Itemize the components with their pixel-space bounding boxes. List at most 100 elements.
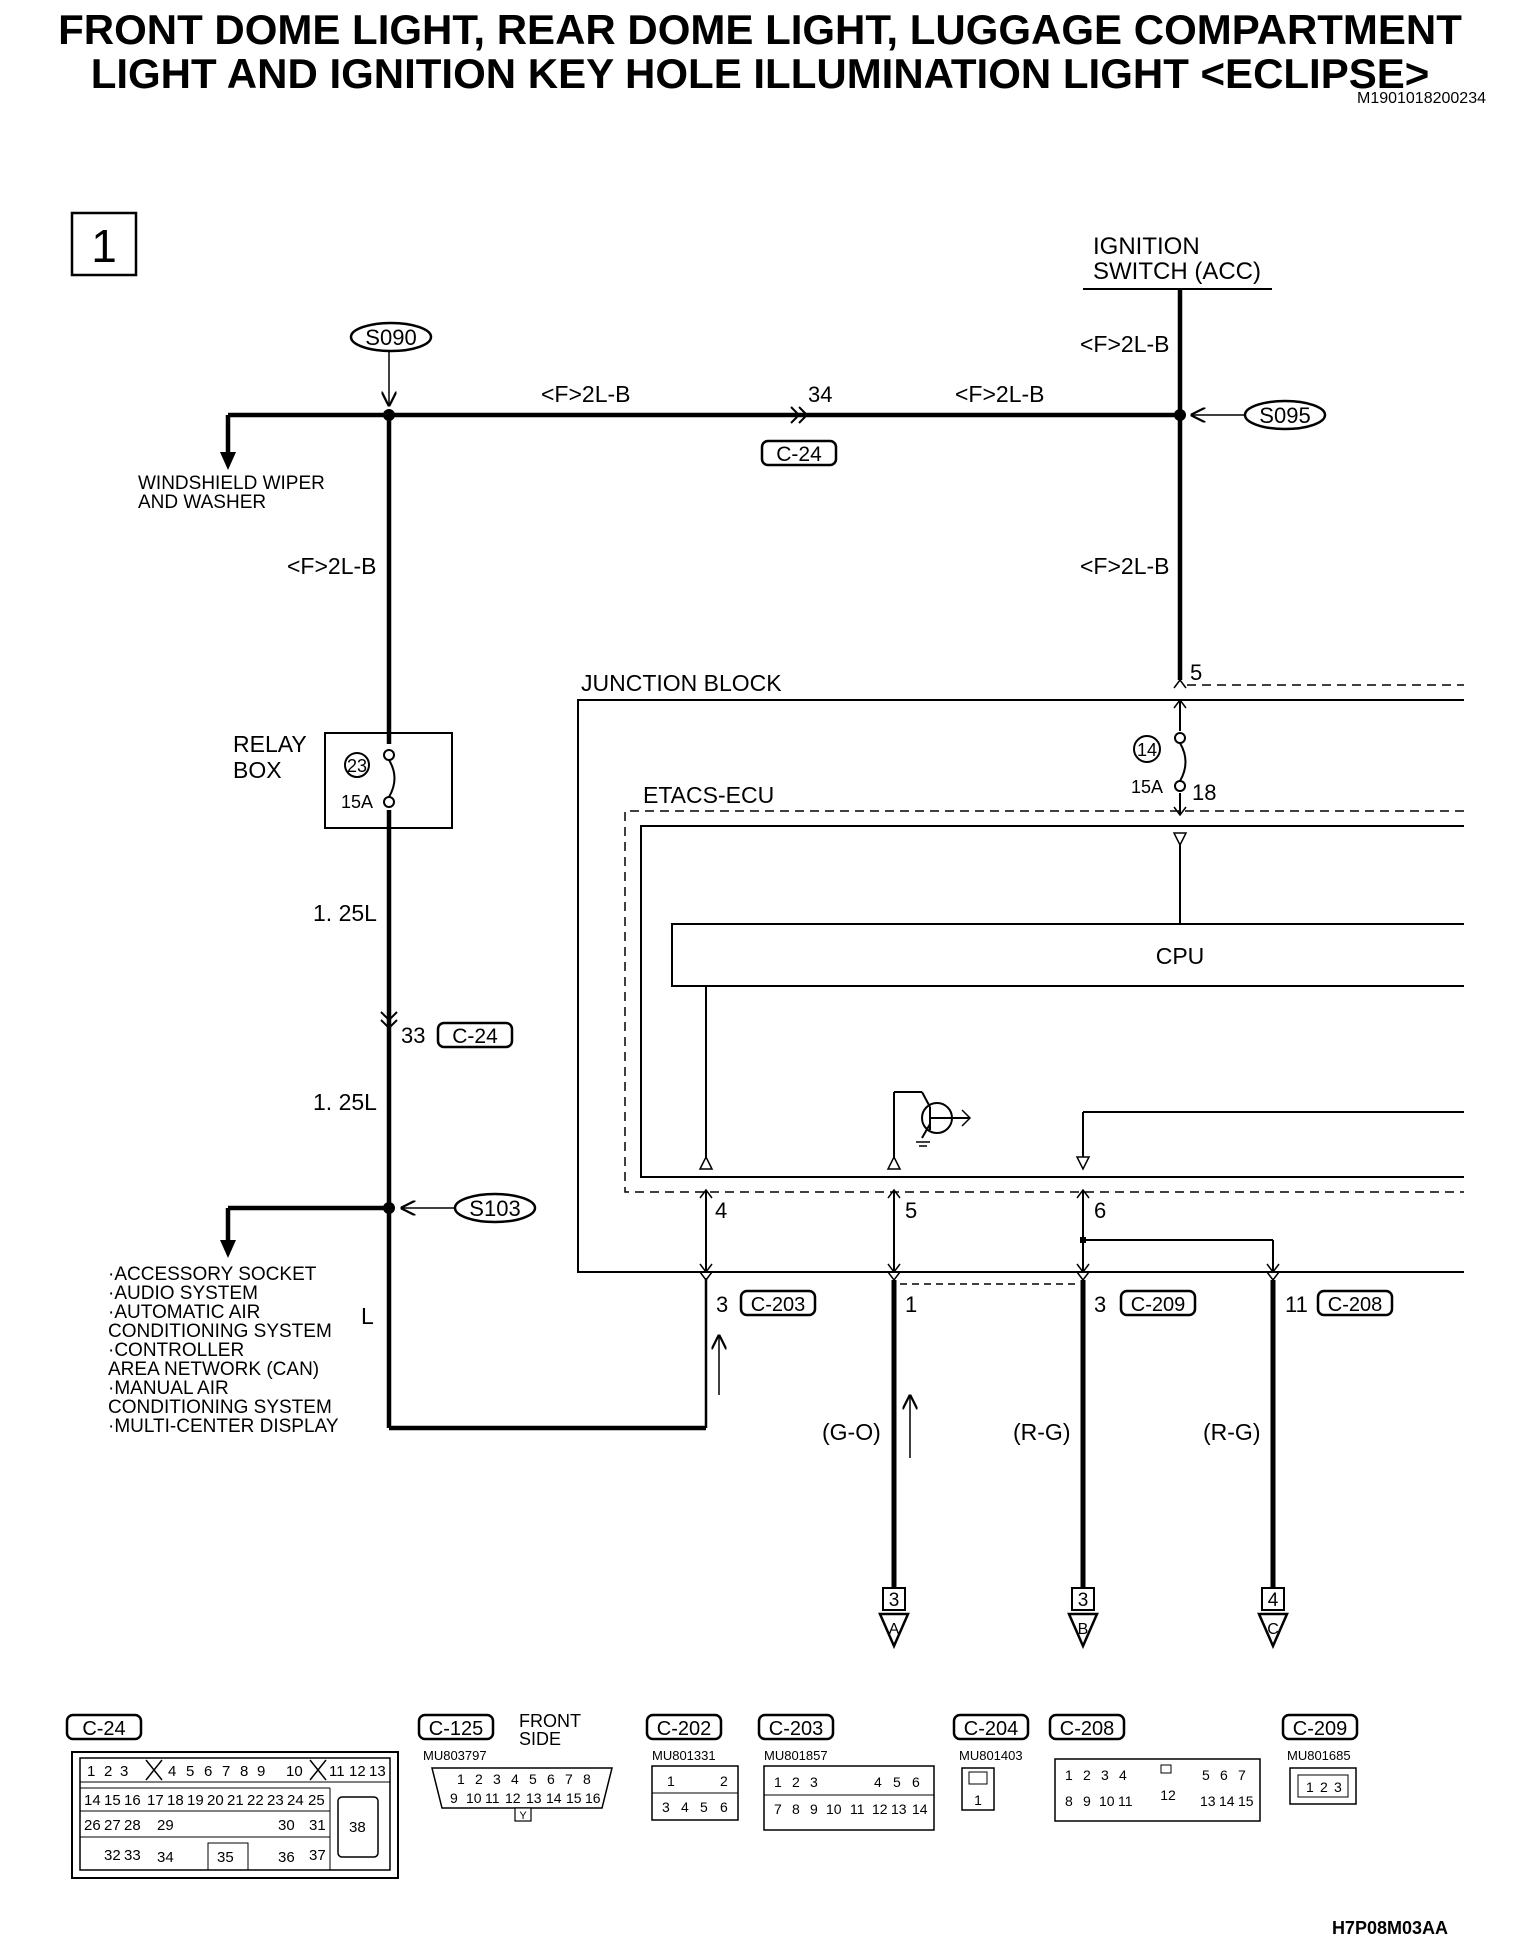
svg-text:3: 3 bbox=[1078, 1590, 1089, 1611]
junction-block: JUNCTION BLOCK 5 14 15A 18 bbox=[577, 660, 1464, 1273]
svg-text:8: 8 bbox=[1065, 1793, 1073, 1809]
svg-text:4: 4 bbox=[1268, 1590, 1279, 1611]
svg-text:23: 23 bbox=[347, 756, 367, 776]
document-code: M1901018200234 bbox=[1356, 90, 1486, 107]
svg-text:30: 30 bbox=[278, 1817, 295, 1834]
svg-text:33: 33 bbox=[124, 1847, 141, 1864]
svg-text:2: 2 bbox=[1083, 1767, 1091, 1783]
svg-text:7: 7 bbox=[774, 1801, 782, 1817]
svg-text:5: 5 bbox=[1190, 660, 1202, 685]
connector-view-c208: C-208 1 2 3 4 5 6 7 12 8 9 10 11 13 14 1… bbox=[1048, 1713, 1261, 1822]
svg-text:11: 11 bbox=[1118, 1793, 1133, 1809]
svg-text:7: 7 bbox=[1238, 1767, 1246, 1783]
svg-text:21: 21 bbox=[227, 1792, 244, 1809]
svg-text:36: 36 bbox=[278, 1849, 295, 1866]
svg-text:AREA NETWORK (CAN): AREA NETWORK (CAN) bbox=[108, 1359, 319, 1380]
connector-view-c203: C-203 MU801857 1 2 3 4 5 6 7 8 9 10 11 1… bbox=[757, 1713, 935, 1831]
svg-text:18: 18 bbox=[1192, 780, 1216, 805]
wire-label: L bbox=[361, 1303, 374, 1329]
splice-dot-s095 bbox=[1174, 409, 1186, 421]
svg-text:23: 23 bbox=[267, 1792, 284, 1809]
windshield-wiper-label: AND WASHER bbox=[138, 492, 266, 513]
svg-text:9: 9 bbox=[810, 1801, 818, 1817]
connector-view-c204: C-204 MU801403 1 bbox=[952, 1713, 1030, 1811]
svg-text:5: 5 bbox=[700, 1799, 708, 1815]
svg-text:12: 12 bbox=[1160, 1787, 1176, 1803]
svg-text:1: 1 bbox=[87, 1763, 95, 1780]
wire-label: 1. 25L bbox=[313, 1089, 377, 1115]
svg-text:17: 17 bbox=[147, 1792, 164, 1809]
svg-text:B: B bbox=[1078, 1621, 1089, 1638]
power-wires bbox=[220, 289, 1183, 1431]
svg-text:14: 14 bbox=[1137, 740, 1157, 760]
splice-tag-s095: S095 bbox=[1192, 399, 1327, 431]
svg-text:5: 5 bbox=[1202, 1767, 1210, 1783]
splice-dot-s090 bbox=[383, 409, 395, 421]
splice-tag-s090: S090 bbox=[349, 321, 433, 405]
svg-text:S090: S090 bbox=[365, 325, 416, 350]
svg-text:3: 3 bbox=[662, 1799, 670, 1815]
svg-text:CONDITIONING SYSTEM: CONDITIONING SYSTEM bbox=[108, 1321, 332, 1342]
svg-text:14: 14 bbox=[1219, 1793, 1235, 1809]
svg-text:MU801403: MU801403 bbox=[959, 1748, 1023, 1763]
svg-text:2: 2 bbox=[720, 1773, 728, 1789]
svg-text:MU803797: MU803797 bbox=[423, 1748, 487, 1763]
svg-text:BOX: BOX bbox=[233, 757, 282, 783]
svg-text:3: 3 bbox=[1334, 1779, 1342, 1795]
svg-text:29: 29 bbox=[157, 1817, 174, 1834]
svg-text:C-125: C-125 bbox=[429, 1718, 483, 1740]
junction-block-outputs: 3 C-203 1 3 C-209 11 C-208 bbox=[699, 1263, 1394, 1317]
svg-text:1: 1 bbox=[457, 1771, 465, 1787]
svg-text:4: 4 bbox=[874, 1774, 882, 1790]
svg-text:MU801331: MU801331 bbox=[652, 1748, 716, 1763]
connector-view-c24: C-24 1 2 3 4 5 6 7 8 9 10 11 12 13 14 15… bbox=[65, 1713, 399, 1879]
ignition-switch: IGNITION SWITCH (ACC) bbox=[1083, 233, 1272, 290]
svg-text:3: 3 bbox=[1094, 1292, 1106, 1317]
svg-text:IGNITION: IGNITION bbox=[1093, 233, 1200, 260]
svg-text:15A: 15A bbox=[1131, 777, 1163, 797]
svg-text:15: 15 bbox=[1238, 1793, 1254, 1809]
svg-text:6: 6 bbox=[720, 1799, 728, 1815]
svg-text:6: 6 bbox=[204, 1763, 212, 1780]
svg-text:13: 13 bbox=[526, 1790, 542, 1806]
svg-text:·ACCESSORY SOCKET: ·ACCESSORY SOCKET bbox=[108, 1264, 317, 1285]
svg-text:4: 4 bbox=[681, 1799, 689, 1815]
svg-text:2: 2 bbox=[1320, 1779, 1328, 1795]
svg-text:6: 6 bbox=[912, 1774, 920, 1790]
svg-text:26: 26 bbox=[84, 1817, 101, 1834]
svg-text:5: 5 bbox=[186, 1763, 194, 1780]
splice-tag-s103: S103 bbox=[402, 1192, 537, 1224]
svg-text:3: 3 bbox=[810, 1774, 818, 1790]
svg-text:24: 24 bbox=[287, 1792, 304, 1809]
svg-text:22: 22 bbox=[247, 1792, 264, 1809]
svg-text:13: 13 bbox=[891, 1801, 907, 1817]
destination-c: 4 C bbox=[1257, 1587, 1289, 1650]
svg-text:8: 8 bbox=[240, 1763, 248, 1780]
svg-text:16: 16 bbox=[585, 1790, 601, 1806]
svg-text:1: 1 bbox=[1306, 1779, 1314, 1795]
cpu-block: CPU bbox=[671, 923, 1464, 1171]
svg-text:2: 2 bbox=[104, 1763, 112, 1780]
svg-text:1: 1 bbox=[974, 1792, 982, 1808]
svg-text:C-204: C-204 bbox=[964, 1718, 1018, 1740]
wire-label: (G-O) bbox=[822, 1419, 881, 1445]
svg-text:C-203: C-203 bbox=[769, 1718, 823, 1740]
svg-text:CONDITIONING SYSTEM: CONDITIONING SYSTEM bbox=[108, 1397, 332, 1418]
wire-label: <F>2L-B bbox=[541, 381, 631, 407]
connector-c24-pin33: 33 C-24 bbox=[380, 1011, 514, 1049]
svg-text:Y: Y bbox=[519, 1810, 527, 1822]
svg-text:C-208: C-208 bbox=[1060, 1718, 1114, 1740]
svg-text:7: 7 bbox=[222, 1763, 230, 1780]
splice-dot-s103 bbox=[383, 1202, 395, 1214]
connector-c24-pin34: 34 C-24 bbox=[760, 382, 838, 467]
svg-text:12: 12 bbox=[505, 1790, 521, 1806]
svg-text:JUNCTION BLOCK: JUNCTION BLOCK bbox=[581, 670, 782, 696]
svg-text:3: 3 bbox=[120, 1763, 128, 1780]
svg-text:SIDE: SIDE bbox=[519, 1729, 561, 1749]
svg-text:10: 10 bbox=[826, 1801, 842, 1817]
svg-text:C-203: C-203 bbox=[751, 1294, 805, 1316]
svg-text:C-202: C-202 bbox=[657, 1718, 711, 1740]
svg-text:12: 12 bbox=[872, 1801, 888, 1817]
svg-text:10: 10 bbox=[1099, 1793, 1115, 1809]
